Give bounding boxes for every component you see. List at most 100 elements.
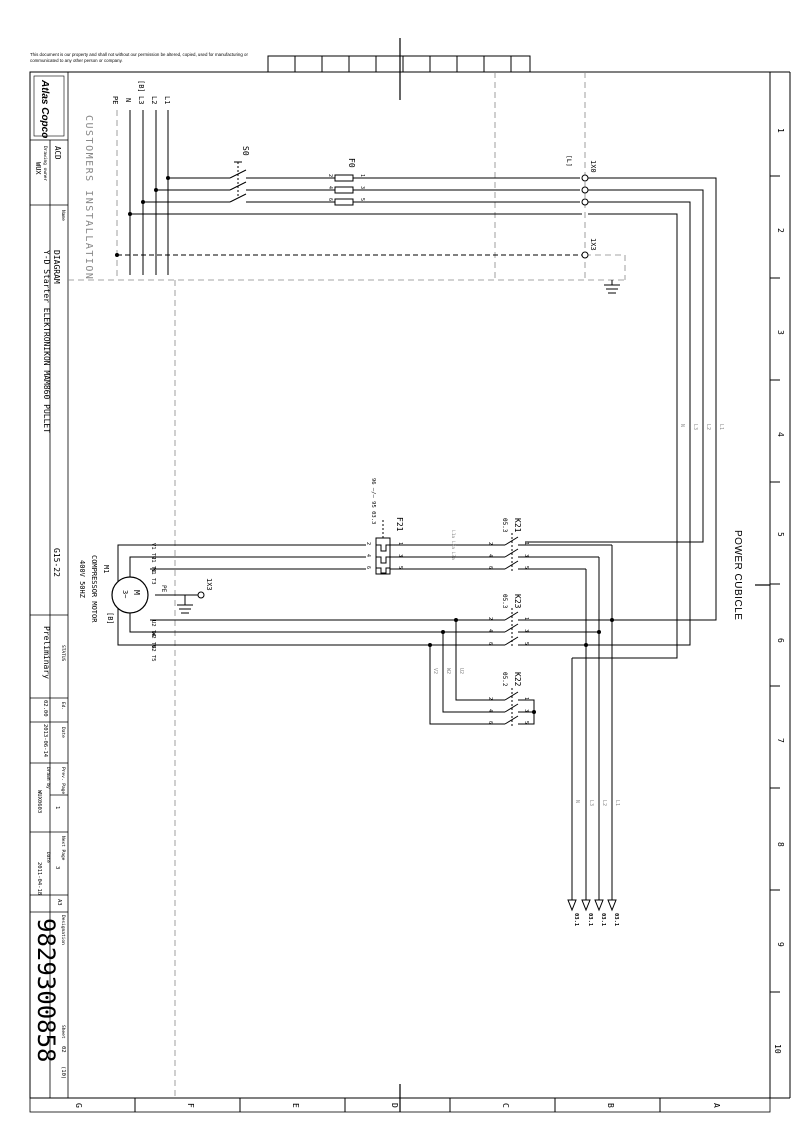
drawn-by-label: Drawn by [45, 767, 51, 789]
grid-number-4: 4 [776, 432, 785, 437]
motor-desc-line-2: 400V 50HZ [78, 560, 86, 598]
k22-wire-tags: V2 W2 U2 [432, 668, 464, 674]
contactor-k21-ref: 05.3 [501, 518, 508, 533]
designation-number: 9829300858 [32, 918, 60, 1063]
relay-f21-pin-right-2: 3 [397, 554, 403, 557]
relay-f21-ref: 96 —/— 95 03.3 [370, 478, 376, 524]
contactor-k23 [485, 608, 612, 648]
fuse-f0-pin-left-3: 6 [327, 198, 333, 201]
grid-number-10: 10 [773, 1044, 782, 1054]
motor-pe-label: PE [160, 585, 167, 593]
ownership-notice: This document is our property and shall … [30, 52, 248, 63]
contactor-k21-label: K21 [513, 518, 522, 533]
contactor-k22-pin-right-2: 3 [523, 709, 529, 712]
motor-symbol: M [132, 590, 141, 595]
terminal-1x3-top [581, 251, 589, 259]
next-page-label: Next Page [60, 836, 66, 861]
supply-label-l3: L3 [137, 96, 145, 104]
power-cubicle-label: POWER CUBICLE [732, 530, 743, 620]
motor-bottom-terminal-3: V2 T5 [150, 645, 156, 662]
motor-phase-symbol: 3~ [121, 590, 129, 598]
terminal-1x0-label: 1X0 [589, 160, 597, 173]
k22-feed-wires [429, 620, 485, 725]
feed-wire-tag-n: N [679, 424, 685, 427]
grid-letter-e: E [291, 1103, 300, 1108]
edition-label: Ed. [60, 702, 66, 710]
output-wire-tags: N L3 L2 L1 [574, 800, 620, 806]
fuses-f0 [334, 174, 580, 206]
grid-letter-c: C [501, 1103, 510, 1108]
grid-letter-a: A [712, 1103, 721, 1108]
grid-letter-d: D [390, 1103, 399, 1108]
contactor-k22-pin-left-2: 4 [487, 709, 493, 712]
k22-wire-tag-u2: U2 [458, 668, 464, 674]
feed-wire-tag-l2: L2 [705, 424, 711, 430]
feed-wire-tag-l1: L1 [718, 424, 724, 430]
terminal-1x3-top-label: 1X3 [589, 238, 597, 251]
paper-size: A3 [56, 899, 62, 906]
relay-f21-pin-left-2: 4 [365, 554, 371, 557]
output-targets: 03.1 03.1 03.1 03.1 [573, 913, 619, 927]
title-line-1: DIAGRAM [52, 250, 61, 284]
drawing-code: G15-22 [52, 548, 61, 577]
contactor-k23-pin-left-3: 6 [487, 642, 493, 645]
fuse-f0-pin-right-1: 1 [359, 174, 365, 177]
output-wire-tag-l2: L2 [601, 800, 607, 806]
output-wires [571, 545, 613, 900]
feed-wire-tag-l3: L3 [692, 424, 698, 430]
main-switch-s0 [143, 161, 335, 203]
grid-number-7: 7 [776, 738, 785, 743]
edition-value: 02.00 [42, 700, 48, 717]
status-label: STATUS [60, 645, 66, 662]
motor-top-terminal-2: U1 T1 [150, 556, 156, 573]
motor-top-terminal-1: V1 T2 [150, 543, 156, 560]
k22-wire-tag-w2: W2 [445, 668, 451, 674]
sheet-label: Sheet [60, 1025, 66, 1039]
grid-number-5: 5 [776, 532, 785, 537]
output-target-n: 03.1 [573, 913, 579, 927]
date2-label: Date [45, 852, 51, 863]
contactor-k22-pin-right-1: 1 [523, 697, 529, 700]
fuse-f0-label: F0 [347, 158, 356, 168]
terminal-1x0 [581, 174, 589, 206]
drawing-frame [29, 38, 791, 1113]
motor-desc-line-1: COMPRESSOR MOTOR [90, 555, 98, 623]
drawing-owner-label: Drawing owner [42, 146, 48, 182]
output-target-l2: 03.1 [600, 913, 606, 927]
contactor-k23-pin-right-1: 1 [523, 617, 529, 620]
k22-wire-tag-v2: V2 [432, 668, 438, 674]
contactor-k23-ref: 05.3 [501, 594, 508, 609]
grid-letter-b: B [606, 1103, 615, 1108]
contactor-k23-pin-left-1: 2 [487, 617, 493, 620]
overload-relay-f21 [375, 520, 485, 575]
motor-ref: [B] [106, 612, 114, 625]
drawn-by-value: WUX0603 [36, 790, 42, 813]
relay-f21-pin-left-1: 2 [365, 542, 371, 545]
contactor-k21-pin-right-3: 5 [523, 566, 529, 569]
date-value: 2013-06-14 [42, 724, 48, 758]
contactor-k23-pin-left-2: 4 [487, 629, 493, 632]
supply-label-n: N [124, 98, 132, 102]
output-wire-tag-l1: L1 [614, 800, 620, 806]
output-arrows [567, 899, 617, 912]
terminal-1x0-ref: [L] [565, 155, 573, 167]
contactor-k21 [485, 533, 612, 572]
company-code: ACD [53, 146, 62, 160]
installation-boundary [68, 72, 626, 1098]
grid-number-1: 1 [776, 128, 785, 133]
grid-letter-g: G [74, 1103, 83, 1108]
compressor-motor: M 3~ [111, 576, 149, 614]
feed-wire-tags: N L3 L2 L1 [679, 424, 724, 430]
motor-m1-wiring [117, 544, 485, 646]
contactor-k22-pin-right-3: 5 [523, 721, 529, 724]
contactor-k21-pin-right-2: 3 [523, 554, 529, 557]
grid-number-3: 3 [776, 330, 785, 335]
fuse-f0-pin-left-2: 4 [327, 186, 333, 189]
output-wire-tag-n: N [574, 800, 580, 803]
contactor-k22-pin-left-1: 2 [487, 697, 493, 700]
output-target-l1: 03.1 [613, 913, 619, 927]
contactor-k22-pin-left-3: 6 [487, 721, 493, 724]
grid-letter-f: F [186, 1103, 195, 1108]
drawing-owner: WUX [34, 162, 42, 175]
